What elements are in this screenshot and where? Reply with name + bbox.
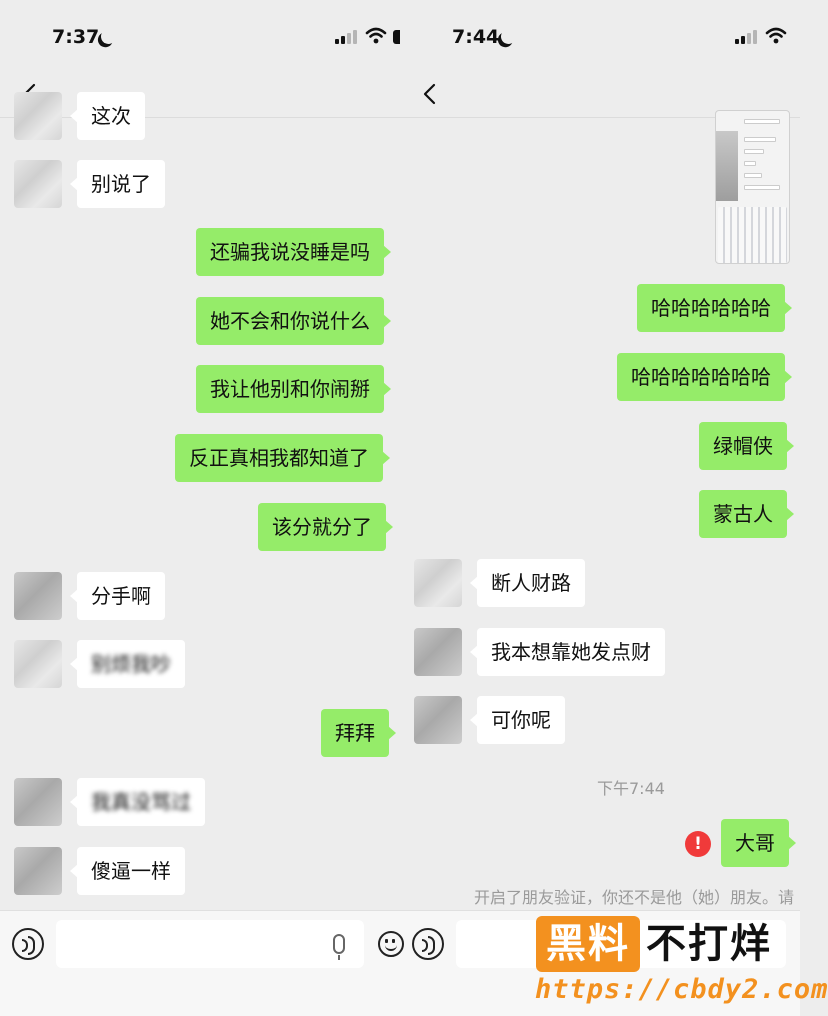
message-bubble-out[interactable]: 反正真相我都知道了 bbox=[175, 434, 390, 482]
thumbnail-line bbox=[744, 119, 780, 124]
message-text-partially-obscured: 别烦我吵 bbox=[91, 652, 171, 676]
status-bar: 7:37 bbox=[0, 0, 403, 70]
signal-icon bbox=[335, 30, 359, 44]
message-bubble-out[interactable]: 我让他别和你闹掰 bbox=[196, 365, 391, 413]
thumbnail-line bbox=[744, 173, 762, 178]
message-bubble-in[interactable]: 断人财路 bbox=[470, 559, 585, 607]
thumbnail-photo bbox=[716, 131, 738, 201]
message-text-partially-obscured: 我真没骂过 bbox=[91, 790, 191, 814]
emoji-icon[interactable] bbox=[378, 931, 404, 957]
moon-icon bbox=[499, 27, 518, 46]
back-chevron-icon[interactable] bbox=[420, 82, 440, 106]
status-bar: 7:44 bbox=[400, 0, 800, 70]
thumbnail-line bbox=[744, 185, 780, 190]
status-time: 7:37 bbox=[52, 26, 100, 48]
voice-icon[interactable] bbox=[12, 928, 44, 960]
contact-avatar[interactable] bbox=[14, 160, 62, 208]
message-input[interactable] bbox=[56, 920, 364, 968]
watermark-logo-box: 黑料 bbox=[536, 916, 640, 972]
message-bubble-out[interactable]: 哈哈哈哈哈哈哈 bbox=[617, 353, 792, 401]
message-bubble-in[interactable]: 别说了 bbox=[70, 160, 165, 208]
message-bubble-out[interactable]: 她不会和你说什么 bbox=[196, 297, 391, 345]
moon-icon bbox=[99, 27, 118, 46]
contact-avatar[interactable] bbox=[14, 778, 62, 826]
thumbnail-keyboard bbox=[718, 207, 787, 263]
message-bubble-in[interactable]: 分手啊 bbox=[70, 572, 165, 620]
wifi-icon bbox=[365, 27, 387, 44]
message-bubble-in[interactable]: 这次 bbox=[70, 92, 145, 140]
battery-icon bbox=[393, 30, 403, 44]
message-bubble-out[interactable]: 绿帽侠 bbox=[699, 422, 794, 470]
signal-icon bbox=[735, 30, 759, 44]
message-bubble-in[interactable]: 我真没骂过 bbox=[70, 778, 205, 826]
contact-avatar[interactable] bbox=[14, 92, 62, 140]
send-failed-icon[interactable]: ! bbox=[685, 831, 711, 857]
contact-avatar[interactable] bbox=[14, 572, 62, 620]
contact-avatar[interactable] bbox=[414, 696, 462, 744]
chat-panel-left: 7:37 这次 别说了 还骗我说没睡是吗 她不会和你说什么 我让他别和你闹掰 反… bbox=[0, 0, 403, 1016]
message-bubble-out[interactable]: 该分就分了 bbox=[258, 503, 393, 551]
message-bubble-in[interactable]: 可你呢 bbox=[470, 696, 565, 744]
contact-avatar[interactable] bbox=[14, 847, 62, 895]
message-bubble-out[interactable]: 哈哈哈哈哈哈 bbox=[637, 284, 792, 332]
message-timestamp: 下午7:44 bbox=[597, 779, 665, 798]
message-bubble-in[interactable]: 别烦我吵 bbox=[70, 640, 185, 688]
message-bubble-in[interactable]: 傻逼一样 bbox=[70, 847, 185, 895]
voice-icon[interactable] bbox=[412, 928, 444, 960]
contact-avatar[interactable] bbox=[14, 640, 62, 688]
watermark-url: https://cbdy2.com bbox=[535, 974, 828, 1005]
message-bubble-out[interactable]: 还骗我说没睡是吗 bbox=[196, 228, 391, 276]
status-time: 7:44 bbox=[452, 26, 500, 48]
mic-icon[interactable] bbox=[333, 934, 345, 960]
thumbnail-line bbox=[744, 161, 756, 166]
thumbnail-line bbox=[744, 137, 776, 142]
message-bubble-out[interactable]: 大哥 bbox=[721, 819, 796, 867]
screenshot-image-message[interactable] bbox=[715, 110, 790, 264]
contact-avatar[interactable] bbox=[414, 559, 462, 607]
message-bubble-out[interactable]: 拜拜 bbox=[321, 709, 396, 757]
watermark-text: 不打烊 bbox=[646, 921, 772, 967]
message-bubble-in[interactable]: 我本想靠她发点财 bbox=[470, 628, 665, 676]
message-bubble-out[interactable]: 蒙古人 bbox=[699, 490, 794, 538]
contact-avatar[interactable] bbox=[414, 628, 462, 676]
nav-bar bbox=[400, 70, 800, 118]
thumbnail-line bbox=[744, 149, 764, 154]
system-message: 开启了朋友验证，你还不是他（她）朋友。请 bbox=[474, 888, 795, 907]
wifi-icon bbox=[765, 27, 787, 44]
